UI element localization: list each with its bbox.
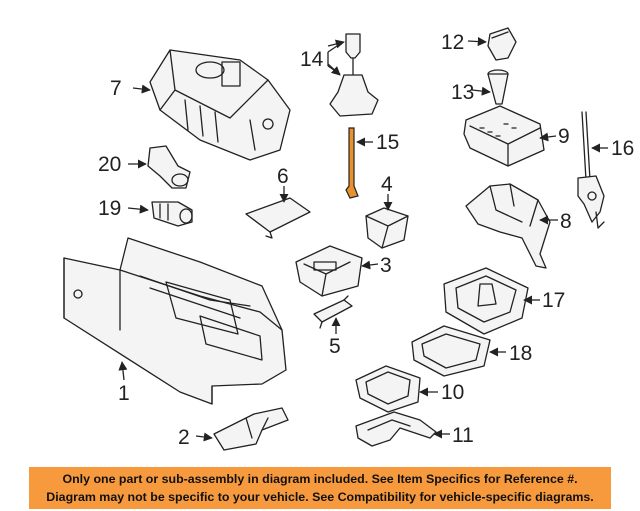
callout-7: 7 <box>110 77 122 100</box>
callout-11: 11 <box>452 424 474 447</box>
part-14-shift-lever-boot <box>329 33 379 117</box>
part-13-knob-sleeve <box>487 69 509 105</box>
callout-3: 3 <box>380 254 392 277</box>
part-10-trim-bezel <box>355 365 421 413</box>
part-15-shift-rod-highlighted <box>345 127 359 199</box>
callout-13: 13 <box>451 81 474 104</box>
callout-18: 18 <box>509 342 532 365</box>
part-12-shift-knob <box>487 27 517 61</box>
callout-17: 17 <box>542 289 565 312</box>
callout-19: 19 <box>98 197 121 220</box>
callout-20: 20 <box>98 153 121 176</box>
callout-14: 14 <box>300 48 324 71</box>
callout-15: 15 <box>376 131 399 154</box>
part-3-storage-tray <box>295 245 363 297</box>
callout-1: 1 <box>118 382 130 405</box>
callout-4: 4 <box>381 173 393 196</box>
part-5-clip <box>313 295 353 329</box>
callout-12: 12 <box>441 31 464 54</box>
part-19-lighter <box>151 201 193 227</box>
part-8-shifter-bracket <box>465 183 551 269</box>
part-18-bezel <box>411 325 491 377</box>
disclaimer-line-2: Diagram may not be specific to your vehi… <box>46 490 594 504</box>
callout-6: 6 <box>277 165 289 188</box>
callout-5: 5 <box>329 335 341 358</box>
part-9-shift-indicator <box>463 105 545 167</box>
part-7-shifter-housing <box>149 49 291 161</box>
part-17-boot-frame <box>443 267 529 335</box>
callout-2: 2 <box>178 426 190 449</box>
callout-16: 16 <box>611 137 634 160</box>
callout-10: 10 <box>441 381 464 404</box>
disclaimer-banner: Only one part or sub-assembly in diagram… <box>29 467 611 509</box>
parts-diagram: 7 14 15 12 13 9 16 <box>63 27 634 451</box>
callout-9: 9 <box>558 125 570 148</box>
disclaimer-line-1: Only one part or sub-assembly in diagram… <box>62 472 578 486</box>
part-20-lock-cylinder <box>147 145 191 189</box>
part-1-center-console <box>63 237 287 405</box>
part-2-mounting-bracket <box>213 407 289 451</box>
part-16-shift-lever-assembly <box>577 111 605 229</box>
callout-8: 8 <box>560 210 572 233</box>
part-4-cup-holder <box>365 207 409 249</box>
part-6-cover-plate <box>245 197 311 239</box>
part-11-base-bracket <box>355 411 437 447</box>
